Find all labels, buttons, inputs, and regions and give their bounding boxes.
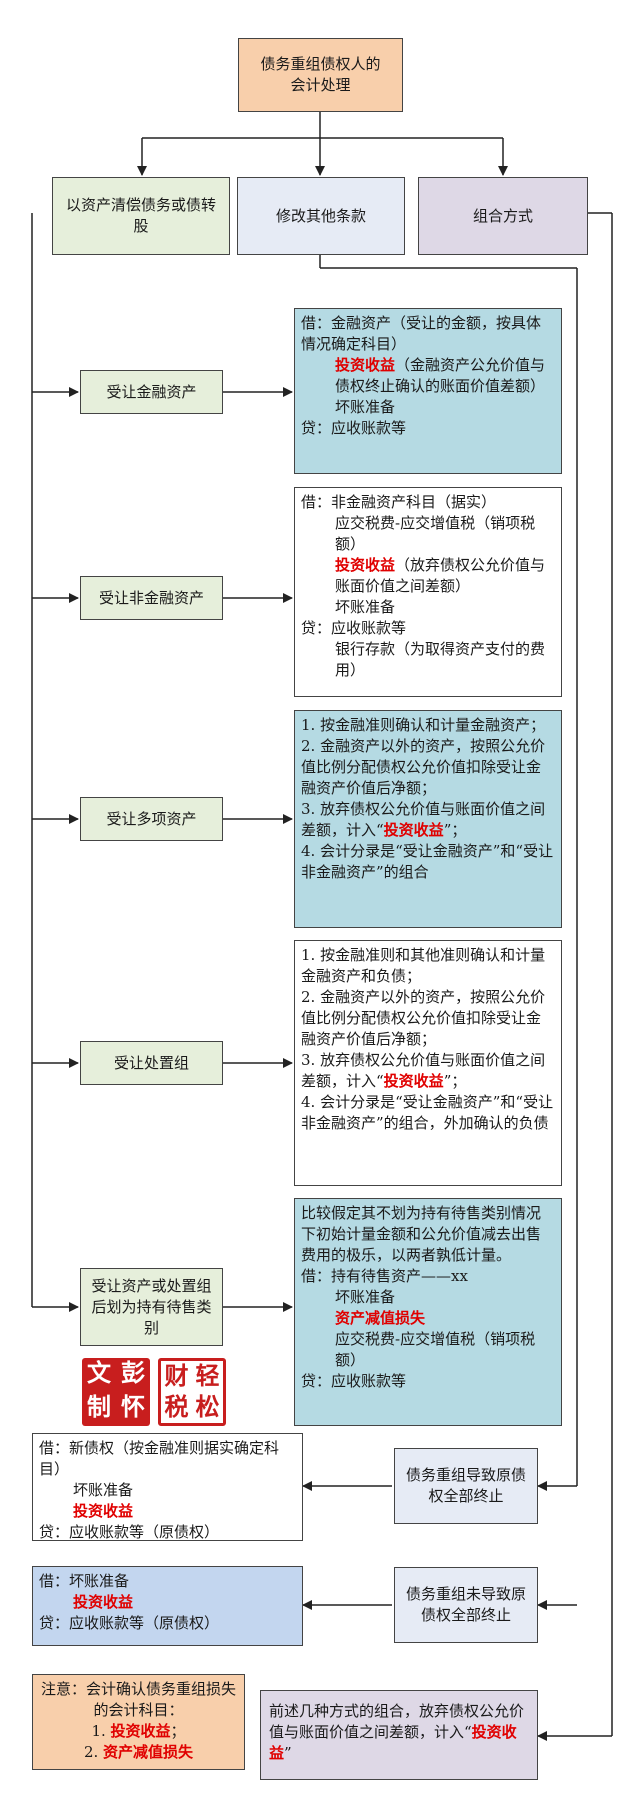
title-box: 债务重组债权人的会计处理 [238, 38, 403, 112]
entry-line: 贷：应收账款等 [301, 619, 407, 637]
entry-line: 1. 按金融准则确认和计量金融资产； [301, 716, 546, 734]
termination-partial-box: 债务重组未导致原债权全部终止 [394, 1567, 538, 1643]
item-held-for-sale-label: 受让资产或处置组后划为持有待售类别 [91, 1276, 212, 1337]
stamp-char: 松 [195, 1392, 220, 1421]
entry-line: 3. 放弃债权公允价值与账面价值之间差额，计入“投资收益”； [301, 799, 555, 841]
entry-line: 2. 金融资产以外的资产，按照公允价值比例分配债权公允价值扣除受让金融资产价值后… [301, 737, 546, 797]
entry-line: 比较假定其不划为持有待售类别情况下初始计量金额和公允价值减去出售费用的极乐，以两… [301, 1204, 542, 1264]
entry-text: （放弃债权公允价值与账面价值之间差额） [335, 556, 546, 595]
entry-line: 坏账准备 [335, 598, 396, 616]
entry-text: 3. 放弃债权公允价值与账面价值之间差额，计入“ [301, 1051, 546, 1090]
asset-impairment-highlight: 资产减值损失 [103, 1743, 194, 1761]
entry-nonfinancial-box: 借：非金融资产科目（据实） 应交税费-应交增值税（销项税额） 投资收益（放弃债权… [294, 487, 562, 697]
combo-note-text: 前述几种方式的组合，放弃债权公允价值与账面价值之间差额，计入“ [269, 1702, 525, 1741]
entry-full-termination-box: 借：新债权（按金融准则据实确定科目） 坏账准备 投资收益 贷：应收账款等（原债权… [32, 1433, 303, 1541]
stamp-char: 文 [87, 1358, 111, 1387]
entry-held-for-sale-box: 比较假定其不划为持有待售类别情况下初始计量金额和公允价值减去出售费用的极乐，以两… [294, 1198, 562, 1426]
entry-text: ”； [443, 821, 467, 839]
item-held-for-sale-box: 受让资产或处置组后划为持有待售类别 [80, 1268, 223, 1346]
item-nonfinancial-label: 受让非金融资产 [98, 588, 204, 607]
entry-line: 应交税费-应交增值税（销项税额） [335, 514, 536, 553]
method-combo-box: 组合方式 [418, 177, 588, 255]
note-heading: 注意：会计确认债务重组损失的会计科目： [40, 1680, 236, 1719]
item-multiple-label: 受让多项资产 [106, 809, 197, 828]
asset-impairment-highlight: 资产减值损失 [335, 1309, 426, 1327]
entry-disposal-box: 1. 按金融准则和其他准则确认和计量金融资产和负债； 2. 金融资产以外的资产，… [294, 940, 562, 1186]
entry-text: ”； [443, 1072, 467, 1090]
stamp-char: 税 [164, 1392, 189, 1421]
termination-partial-label: 债务重组未导致原债权全部终止 [406, 1585, 527, 1624]
item-multiple-box: 受让多项资产 [80, 797, 223, 841]
combo-note-box: 前述几种方式的组合，放弃债权公允价值与账面价值之间差额，计入“投资收益” [260, 1690, 538, 1780]
termination-full-label: 债务重组导致原债权全部终止 [406, 1466, 527, 1505]
entry-line: 贷：应收账款等 [301, 1372, 407, 1390]
combo-note-text: ” [284, 1744, 292, 1762]
page-title: 债务重组债权人的会计处理 [260, 55, 381, 94]
entry-text: 3. 放弃债权公允价值与账面价值之间差额，计入“ [301, 800, 546, 839]
entry-line: 坏账准备 [335, 398, 396, 416]
entry-line: 投资收益（金融资产公允价值与债权终止确认的账面价值差额） [301, 355, 555, 397]
investment-income-highlight: 投资收益 [335, 356, 396, 374]
entry-line: 坏账准备 [73, 1481, 134, 1499]
item-nonfinancial-box: 受让非金融资产 [80, 576, 223, 620]
entry-line: 贷：应收账款等 [301, 419, 407, 437]
entry-line: 4. 会计分录是“受让金融资产”和“受让非金融资产”的组合，外加确认的负债 [301, 1093, 554, 1132]
note-number: 1. [91, 1722, 106, 1740]
entry-line: 借：非金融资产科目（据实） [301, 493, 497, 511]
item-financial-label: 受让金融资产 [106, 382, 197, 401]
note-punct: ； [170, 1722, 186, 1740]
stamp-char: 财 [164, 1361, 189, 1390]
note-item: 2. 资产减值损失 [39, 1742, 238, 1763]
entry-line: 银行存款（为取得资产支付的费用） [335, 640, 546, 679]
termination-full-box: 债务重组导致原债权全部终止 [394, 1448, 538, 1524]
item-financial-box: 受让金融资产 [80, 370, 223, 414]
entry-line: 借：新债权（按金融准则据实确定科目） [39, 1439, 280, 1478]
investment-income-highlight: 投资收益 [335, 556, 396, 574]
note-item: 1. 投资收益； [39, 1721, 238, 1742]
method-modify-box: 修改其他条款 [237, 177, 405, 255]
entry-text: （金融资产公允价值与债权终止确认的账面价值差额） [335, 356, 546, 395]
entry-line: 1. 按金融准则和其他准则确认和计量金融资产和负债； [301, 946, 546, 985]
entry-multiple-box: 1. 按金融准则确认和计量金融资产； 2. 金融资产以外的资产，按照公允价值比例… [294, 710, 562, 928]
investment-income-highlight: 投资收益 [383, 821, 444, 839]
entry-line: 借：坏账准备 [39, 1572, 130, 1590]
note-number: 2. [83, 1743, 99, 1761]
entry-line: 借：持有待售资产——xx [301, 1267, 468, 1285]
entry-line: 贷：应收账款等（原债权） [39, 1614, 220, 1632]
stamp-char: 轻 [195, 1361, 220, 1390]
entry-partial-termination-box: 借：坏账准备 投资收益 贷：应收账款等（原债权） [32, 1566, 303, 1646]
entry-line: 2. 金融资产以外的资产，按照公允价值比例分配债权公允价值扣除受让金融资产价值后… [301, 988, 546, 1048]
method-asset-label: 以资产清偿债务或债转股 [66, 196, 217, 235]
entry-line: 投资收益（放弃债权公允价值与账面价值之间差额） [301, 555, 555, 597]
entry-line: 坏账准备 [335, 1288, 396, 1306]
entry-line: 借：金融资产（受让的金额，按具体情况确定科目） [301, 314, 542, 353]
investment-income-highlight: 投资收益 [73, 1593, 134, 1611]
investment-income-highlight: 投资收益 [110, 1722, 171, 1740]
stamp-char: 制 [87, 1392, 111, 1421]
note-box: 注意：会计确认债务重组损失的会计科目： 1. 投资收益； 2. 资产减值损失 [32, 1674, 245, 1770]
item-disposal-group-label: 受让处置组 [113, 1053, 189, 1072]
entry-line: 3. 放弃债权公允价值与账面价值之间差额，计入“投资收益”； [301, 1050, 555, 1092]
investment-income-highlight: 投资收益 [269, 1723, 517, 1762]
entry-line: 4. 会计分录是“受让金融资产”和“受让非金融资产”的组合 [301, 842, 554, 881]
seal-stamp-wenpeng: 文 彭 制 怀 [82, 1358, 150, 1426]
stamp-char: 彭 [121, 1358, 145, 1387]
method-asset-box: 以资产清偿债务或债转股 [52, 177, 230, 255]
method-combo-label: 组合方式 [472, 206, 533, 225]
entry-line: 应交税费-应交增值税（销项税额） [335, 1330, 536, 1369]
investment-income-highlight: 投资收益 [73, 1502, 134, 1520]
method-modify-label: 修改其他条款 [275, 206, 366, 225]
entry-line: 贷：应收账款等（原债权） [39, 1523, 220, 1541]
item-disposal-group-box: 受让处置组 [80, 1041, 223, 1085]
stamp-char: 怀 [121, 1392, 145, 1421]
entry-financial-box: 借：金融资产（受让的金额，按具体情况确定科目） 投资收益（金融资产公允价值与债权… [294, 308, 562, 474]
investment-income-highlight: 投资收益 [383, 1072, 444, 1090]
seal-stamp-caishui: 财 轻 税 松 [158, 1358, 226, 1426]
